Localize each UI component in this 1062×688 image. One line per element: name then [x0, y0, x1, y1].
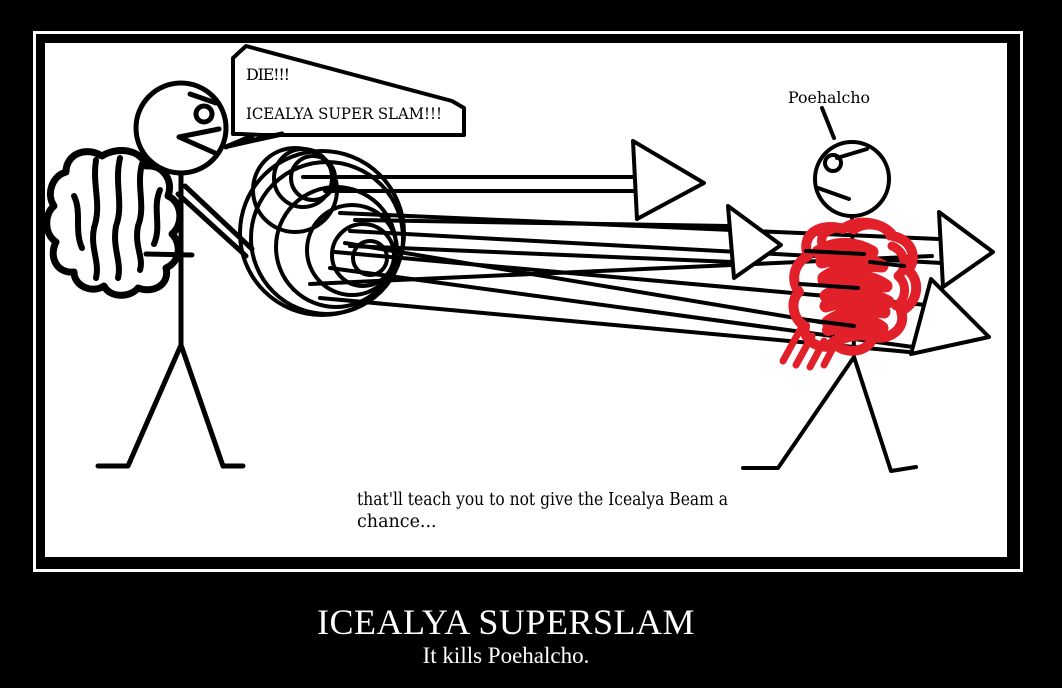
attacker-left-leg	[95, 342, 184, 469]
beam-line-fragment	[804, 249, 866, 256]
victim-eyebrow	[835, 147, 869, 160]
victim-mouth	[816, 186, 851, 201]
arrowhead-right-lower	[909, 277, 991, 356]
image-frame-border	[33, 31, 1023, 572]
victim-eye	[823, 153, 843, 173]
speech-bubble-text-line1: DIE!!!	[246, 65, 290, 84]
cloud-outline	[45, 147, 184, 299]
cloud-ridge	[134, 161, 145, 273]
attacker-eye	[193, 103, 215, 125]
attacker-mouth	[176, 126, 222, 156]
meme-caption: ICEALYA SUPERSLAM It kills Poehalcho.	[0, 601, 1012, 669]
arrowhead-top	[631, 139, 706, 221]
beam-line	[328, 266, 915, 349]
wound-squiggle	[811, 238, 889, 285]
cloud-ridge	[90, 157, 101, 281]
wound-loop	[817, 220, 895, 249]
arrowhead-right-upper	[937, 210, 995, 289]
beam-line-fragment	[798, 282, 860, 290]
beam-line-fragment	[806, 318, 856, 328]
beam-circle	[330, 222, 396, 288]
meme-subtitle: It kills Poehalcho.	[422, 643, 590, 668]
wound-streak	[792, 332, 816, 369]
speech-bubble-tail	[223, 131, 285, 150]
cloud-ridge	[151, 187, 163, 247]
attacker-arm	[175, 191, 249, 259]
speech-bubble-text-line2: ICEALYA SUPER SLAM!!!	[246, 104, 442, 123]
wound-loop	[887, 241, 909, 311]
footnote-line2: chance...	[357, 512, 437, 532]
arrowhead-middle	[726, 204, 783, 280]
victim-left-leg	[741, 355, 856, 470]
wound-squiggle	[822, 321, 882, 350]
victim-label-pointer-line	[820, 106, 836, 140]
drawing-canvas: DIE!!! ICEALYA SUPER SLAM!!!	[45, 43, 1007, 557]
wound-streak	[806, 337, 828, 371]
speech-bubble-outline	[231, 44, 466, 137]
wound-streak	[820, 340, 839, 369]
speech-bubble: DIE!!! ICEALYA SUPER SLAM!!!	[223, 44, 466, 150]
cloud-ridge	[112, 155, 123, 281]
wound-squiggle	[819, 295, 891, 335]
footnote-line1: that'll teach you to not give the Icealy…	[357, 490, 728, 510]
victim-right-leg	[852, 355, 918, 473]
scribble-cloud	[45, 147, 184, 299]
beam-line-fragment	[868, 260, 906, 268]
attacker-right-leg	[178, 342, 246, 469]
arrow2-shaft	[348, 244, 735, 264]
victim-label: Poehalcho	[788, 88, 870, 107]
attacker-hand-line	[143, 251, 195, 258]
wound-streak	[779, 326, 804, 365]
beam-arrowheads	[631, 139, 995, 356]
footnote-text: that'll teach you to not give the Icealy…	[357, 490, 728, 532]
beam-line-fragments	[798, 249, 906, 328]
cloud-ridge	[71, 193, 85, 251]
drawing-svg: DIE!!! ICEALYA SUPER SLAM!!!	[45, 44, 995, 532]
meme-title: ICEALYA SUPERSLAM	[317, 602, 695, 642]
beam-line	[338, 211, 941, 241]
attacker-eyebrow	[187, 91, 219, 106]
